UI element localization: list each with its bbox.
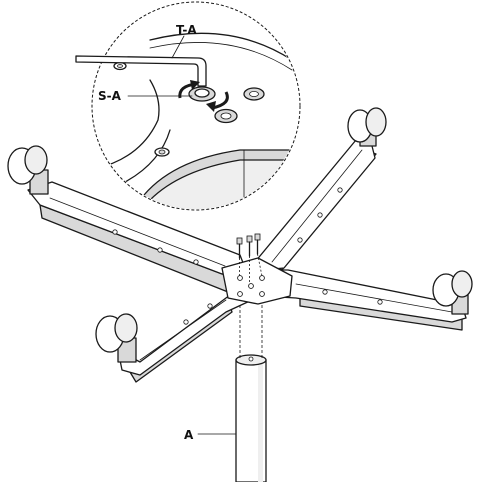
detail-inset [75,1,301,211]
alignment-lines [239,300,263,358]
caster-right [432,270,473,315]
label-tool: T-A [176,23,197,37]
chair-base [27,139,467,383]
column-top-hole [248,356,254,362]
label-column: A [184,428,194,442]
inset-holes [214,87,265,124]
caster-top-right [347,107,387,147]
screw-in-hole [188,86,216,102]
gas-lift-column [235,354,267,482]
caster-left [7,145,49,195]
screws [236,233,263,284]
allen-key-tool [75,55,207,87]
hub-holes [237,275,265,297]
label-screw: S-A [98,89,122,103]
caster-bottom-left [95,313,138,363]
